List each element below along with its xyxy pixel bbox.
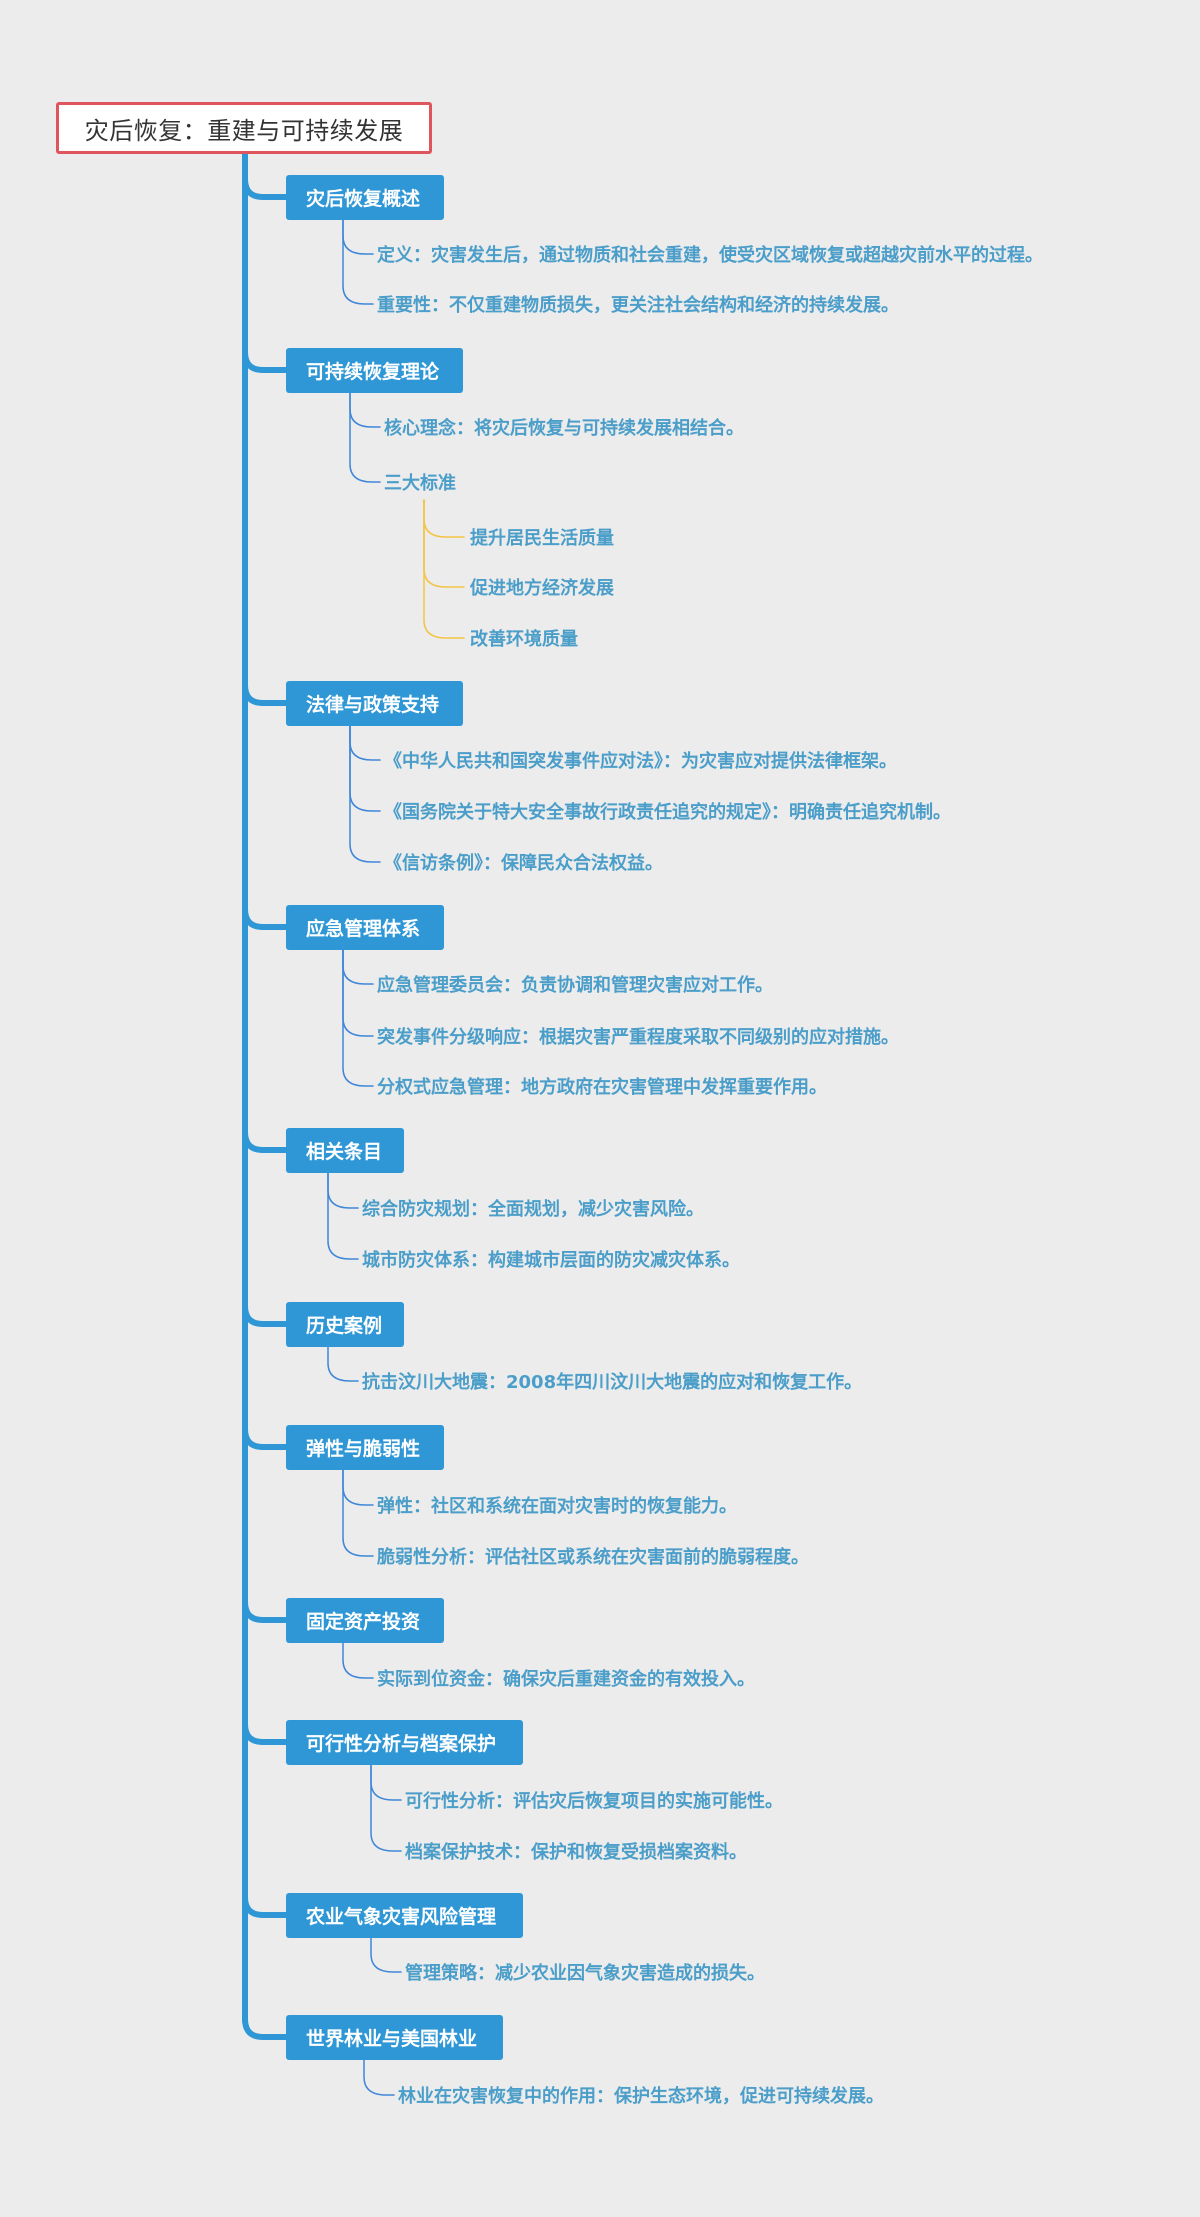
subtopic-node[interactable]: 三大标准 — [384, 473, 456, 494]
topic-node[interactable]: 可行性分析与档案保护 — [286, 1720, 523, 1765]
topic-node[interactable]: 应急管理体系 — [286, 905, 444, 950]
third-level-node[interactable]: 促进地方经济发展 — [470, 578, 614, 599]
topic-node[interactable]: 相关条目 — [286, 1128, 404, 1173]
topic-node[interactable]: 灾后恢复概述 — [286, 175, 444, 220]
topic-node[interactable]: 固定资产投资 — [286, 1598, 444, 1643]
subtopic-node[interactable]: 脆弱性分析：评估社区或系统在灾害面前的脆弱程度。 — [377, 1547, 809, 1568]
topic-node[interactable]: 农业气象灾害风险管理 — [286, 1893, 523, 1938]
subtopic-node[interactable]: 林业在灾害恢复中的作用：保护生态环境，促进可持续发展。 — [398, 2086, 884, 2107]
subtopic-node[interactable]: 应急管理委员会：负责协调和管理灾害应对工作。 — [377, 975, 773, 996]
subtopic-node[interactable]: 档案保护技术：保护和恢复受损档案资料。 — [405, 1842, 747, 1863]
third-level-node[interactable]: 提升居民生活质量 — [470, 528, 614, 549]
topic-node[interactable]: 法律与政策支持 — [286, 681, 463, 726]
subtopic-node[interactable]: 重要性：不仅重建物质损失，更关注社会结构和经济的持续发展。 — [377, 295, 899, 316]
subtopic-node[interactable]: 弹性：社区和系统在面对灾害时的恢复能力。 — [377, 1496, 737, 1517]
subtopic-node[interactable]: 可行性分析：评估灾后恢复项目的实施可能性。 — [405, 1791, 783, 1812]
subtopic-node[interactable]: 综合防灾规划：全面规划，减少灾害风险。 — [362, 1199, 704, 1220]
subtopic-node[interactable]: 《信访条例》：保障民众合法权益。 — [384, 853, 663, 874]
subtopic-node[interactable]: 《中华人民共和国突发事件应对法》：为灾害应对提供法律框架。 — [384, 751, 897, 772]
subtopic-node[interactable]: 定义：灾害发生后，通过物质和社会重建，使受灾区域恢复或超越灾前水平的过程。 — [377, 245, 1043, 266]
subtopic-node[interactable]: 城市防灾体系：构建城市层面的防灾减灾体系。 — [362, 1250, 740, 1271]
third-level-node[interactable]: 改善环境质量 — [470, 629, 578, 650]
subtopic-node[interactable]: 核心理念：将灾后恢复与可持续发展相结合。 — [384, 418, 744, 439]
subtopic-node[interactable]: 分权式应急管理：地方政府在灾害管理中发挥重要作用。 — [377, 1077, 827, 1098]
topic-node[interactable]: 弹性与脆弱性 — [286, 1425, 444, 1470]
topic-node[interactable]: 世界林业与美国林业 — [286, 2015, 503, 2060]
root-topic[interactable]: 灾后恢复：重建与可持续发展 — [56, 102, 432, 154]
subtopic-node[interactable]: 实际到位资金：确保灾后重建资金的有效投入。 — [377, 1669, 755, 1690]
topic-node[interactable]: 历史案例 — [286, 1302, 404, 1347]
subtopic-node[interactable]: 抗击汶川大地震：2008年四川汶川大地震的应对和恢复工作。 — [362, 1372, 863, 1393]
subtopic-node[interactable]: 《国务院关于特大安全事故行政责任追究的规定》：明确责任追究机制。 — [384, 802, 951, 823]
subtopic-node[interactable]: 突发事件分级响应：根据灾害严重程度采取不同级别的应对措施。 — [377, 1027, 899, 1048]
subtopic-node[interactable]: 管理策略：减少农业因气象灾害造成的损失。 — [405, 1963, 765, 1984]
topic-node[interactable]: 可持续恢复理论 — [286, 348, 463, 393]
